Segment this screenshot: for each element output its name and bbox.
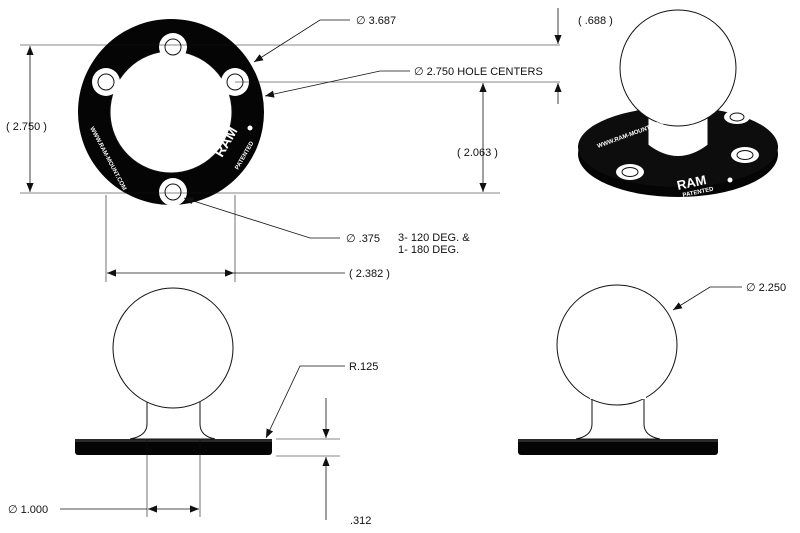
base-front [75, 439, 272, 455]
ball-side [556, 284, 678, 406]
hole-note-line1: 3- 120 DEG. & [398, 232, 470, 244]
iso-view: RAM PATENTED WWW.RAM-MOUNT.COM [578, 9, 778, 199]
ball-diameter-label: ∅ 2.250 [746, 282, 786, 294]
hole-diameter-label: ∅ .375 [346, 233, 380, 245]
top-view: RAM PATENTED WWW.RAM-MOUNT.COM [78, 19, 264, 206]
mounting-hole-bottom [159, 178, 187, 206]
ball-outline-top [109, 50, 233, 174]
neck-diameter-label: ∅ 1.000 [8, 504, 48, 516]
horizontal-span-label: ( 2.382 ) [349, 268, 390, 280]
ball-gap-label: ( .688 ) [578, 15, 613, 27]
base-thickness-label: .312 [350, 515, 371, 527]
neck-side [575, 395, 661, 440]
base-side [518, 439, 718, 455]
ball-front [112, 287, 234, 409]
neck-front [129, 395, 216, 440]
hole-note-line2: 1- 180 DEG. [398, 244, 459, 256]
side-view [518, 284, 718, 455]
hole-offset-label: ( 2.063 ) [457, 147, 498, 159]
front-view [75, 287, 272, 455]
ball-iso [619, 9, 737, 127]
vertical-span-label: ( 2.750 ) [6, 121, 47, 133]
outer-diameter-label: ∅ 3.687 [356, 15, 396, 27]
hole-centers-label: ∅ 2.750 HOLE CENTERS [414, 66, 543, 78]
logo-dot-top [247, 125, 253, 131]
logo-dot-iso [727, 177, 733, 183]
ram-logo-iso: RAM [676, 172, 708, 193]
neck-iso [647, 117, 709, 157]
mounting-hole-left [92, 68, 120, 96]
mounting-hole-top [159, 33, 187, 61]
fillet-radius-label: R.125 [349, 361, 378, 373]
